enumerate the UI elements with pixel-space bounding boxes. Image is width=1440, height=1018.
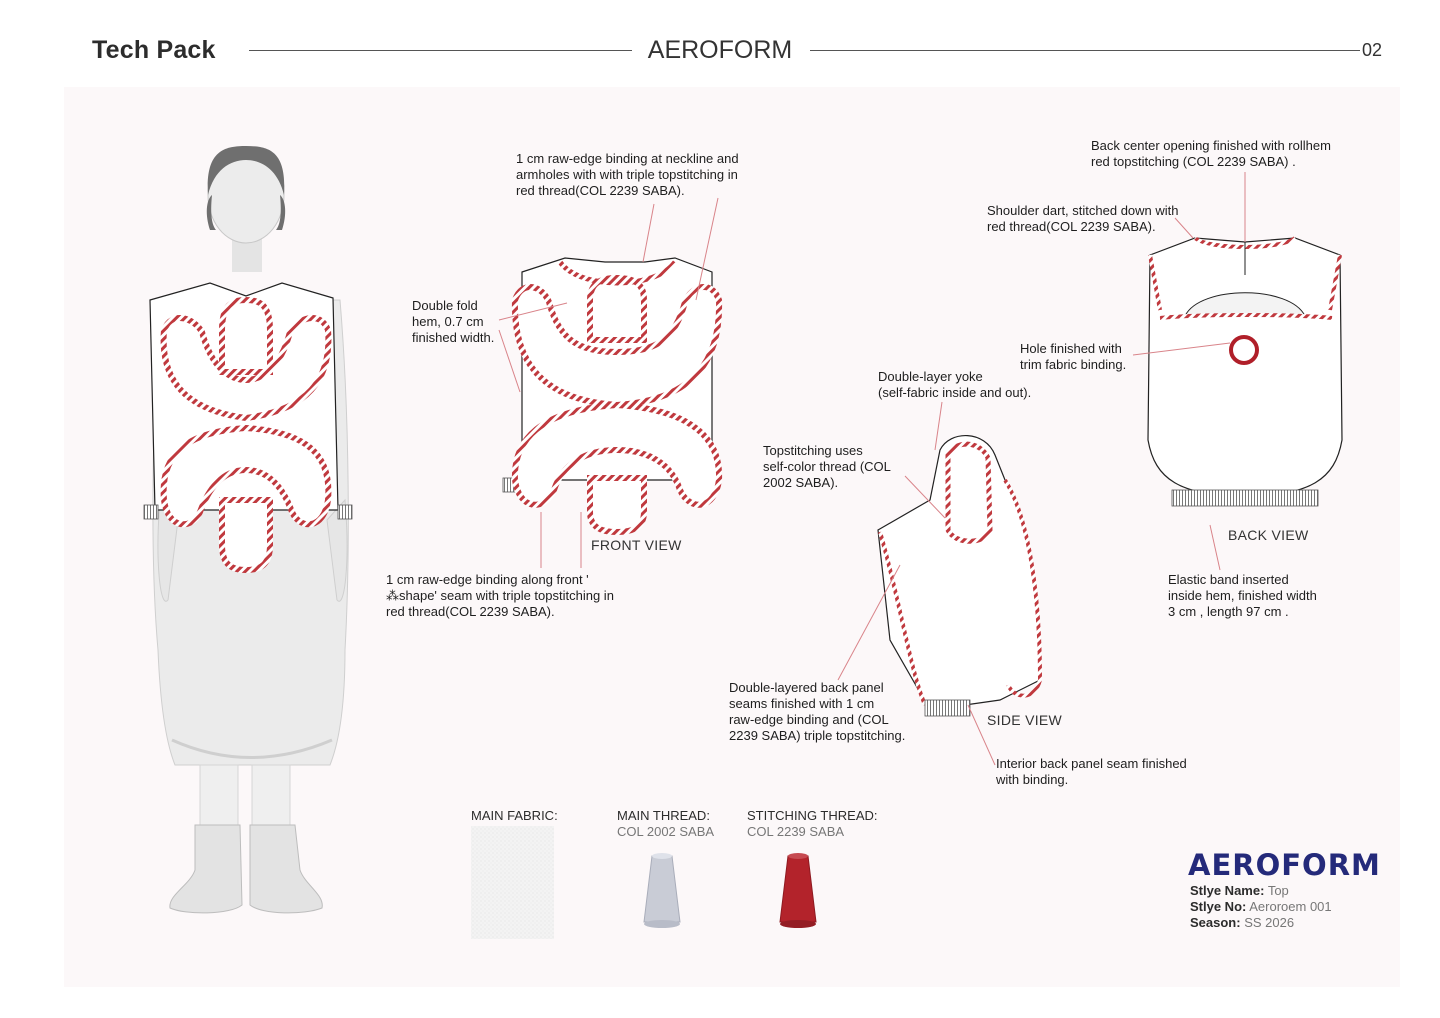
- style-no-row: Stlye No: Aeroroem 001: [1190, 899, 1332, 915]
- season-label: Season:: [1190, 915, 1241, 930]
- main-thread-label: MAIN THREAD:: [617, 808, 710, 823]
- stitching-thread-code: COL 2239 SABA: [747, 824, 845, 839]
- note-interior-back-seam: Interior back panel seam finished with b…: [996, 756, 1187, 787]
- back-view-drawing: [1147, 236, 1343, 507]
- main-thread-code: COL 2002 SABA: [617, 824, 715, 839]
- back-view-label: BACK VIEW: [1228, 527, 1309, 543]
- note-back-center-opening: Back center opening finished with rollhe…: [1091, 138, 1331, 169]
- style-name-value: Top: [1267, 883, 1289, 898]
- leader-lines: [498, 172, 1246, 766]
- note-double-layer-yoke: Double-layer yoke (self-fabric inside an…: [878, 369, 1032, 400]
- note-shoulder-dart: Shoulder dart, stitched down with red th…: [987, 203, 1179, 234]
- note-neckline-binding: 1 cm raw-edge binding at neckline and ar…: [516, 151, 739, 198]
- main-thread-cone: [643, 853, 681, 928]
- style-name-row: Stlye Name: Top: [1190, 883, 1289, 899]
- note-topstitching-self-color: Topstitching uses self-color thread (COL…: [763, 443, 891, 490]
- style-no-value: Aeroroem 001: [1249, 899, 1332, 914]
- note-elastic-band: Elastic band inserted inside hem, finish…: [1168, 572, 1317, 619]
- page-title: Tech Pack: [92, 36, 216, 64]
- main-fabric-swatch: [471, 826, 554, 939]
- note-double-fold-hem: Double fold hem, 0.7 cm finished width.: [412, 298, 495, 345]
- model-figure: [143, 146, 353, 914]
- style-no-label: Stlye No:: [1190, 899, 1247, 914]
- season-value: SS 2026: [1244, 915, 1295, 930]
- note-back-panel-seams: Double-layered back panel seams finished…: [729, 680, 906, 743]
- side-view-label: SIDE VIEW: [987, 712, 1063, 728]
- front-view-label: FRONT VIEW: [591, 537, 682, 553]
- note-hole-binding: Hole finished with trim fabric binding.: [1020, 341, 1127, 372]
- brand-logo: AEROFORM: [1188, 848, 1381, 882]
- stitching-thread-cone: [779, 853, 817, 928]
- note-front-shape-seam: 1 cm raw-edge binding along front ' ⁂sha…: [386, 572, 614, 619]
- collection-name: AEROFORM: [647, 36, 793, 64]
- page-number: 02: [1362, 40, 1383, 60]
- season-row: Season: SS 2026: [1190, 915, 1294, 931]
- side-view-drawing: [877, 435, 1043, 717]
- header-divider-left: [249, 50, 632, 51]
- header-divider-right: [810, 50, 1360, 51]
- front-view-drawing: [502, 257, 723, 536]
- style-name-label: Stlye Name:: [1190, 883, 1265, 898]
- stitching-thread-label: STITCHING THREAD:: [747, 808, 878, 823]
- main-fabric-label: MAIN FABRIC:: [471, 808, 558, 823]
